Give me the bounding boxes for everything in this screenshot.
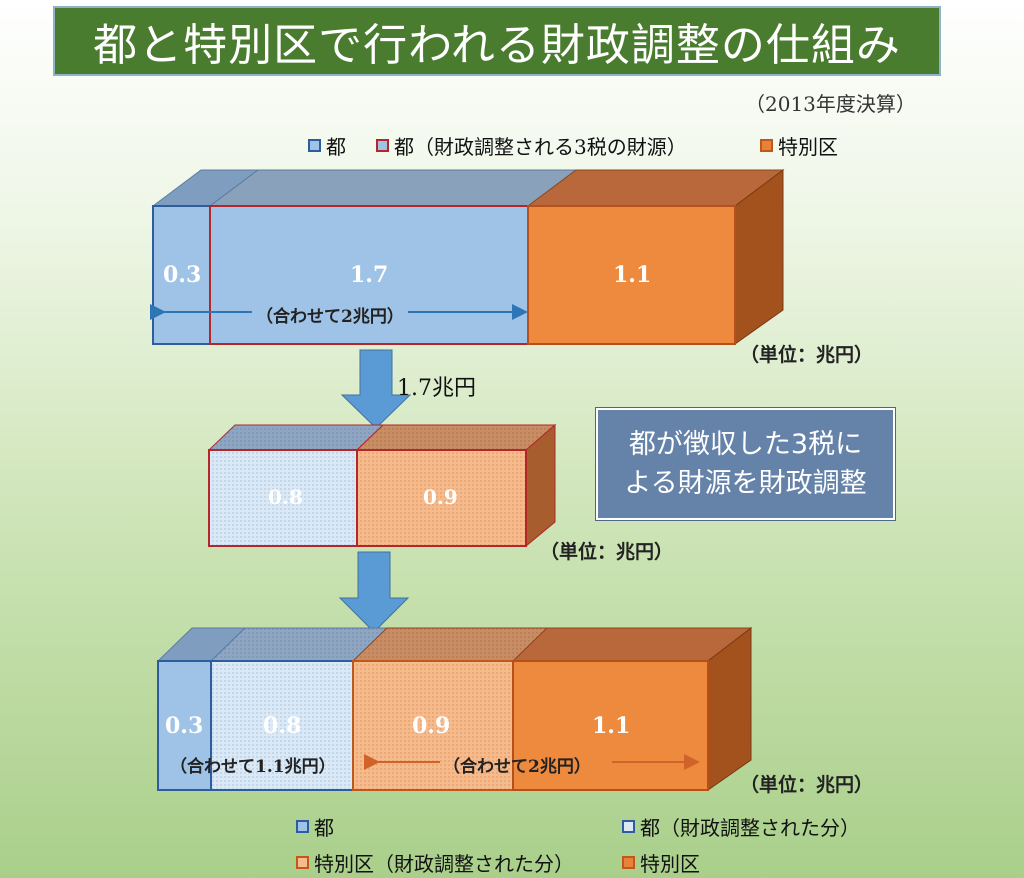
value-bottom-ward: 1.1 (592, 713, 631, 739)
range-label-bottom-left: （合わせて1.1兆円） (170, 757, 336, 777)
legend-item-tokyo-3tax: 都（財政調整される3税の財源） (376, 131, 687, 160)
explanation-box: 都が徴収した3税に よる財源を財政調整 (595, 407, 896, 521)
legend-label: 特別区（財政調整された分） (314, 852, 574, 876)
down-arrow-1 (340, 349, 412, 429)
legend-swatch-red-outline (376, 139, 389, 152)
unit-note-bottom: （単位：兆円） (740, 774, 874, 796)
top-bar (150, 169, 785, 345)
middle-bar (207, 423, 557, 548)
legend-item-ward: 特別区 (760, 131, 838, 160)
bar-bottom-tokyo (157, 660, 212, 791)
legend-label: 都（財政調整された分） (640, 816, 860, 840)
value-bottom-tokyo-adj: 0.8 (263, 713, 302, 739)
legend-swatch-blue (308, 139, 321, 152)
legend-item-tokyo-adjusted: 都（財政調整された分） (622, 812, 860, 841)
legend-item-tokyo: 都 (308, 131, 346, 160)
bar-bottom-ward (512, 660, 709, 791)
down-arrow-2 (338, 551, 410, 633)
legend-label: 都（財政調整される3税の財源） (394, 135, 687, 159)
unit-note-middle: （単位：兆円） (540, 541, 674, 563)
bar-ward (527, 205, 736, 345)
legend-swatch-dotted-blue (622, 820, 635, 833)
bar-middle-ward (356, 449, 527, 547)
value-middle-tokyo: 0.8 (268, 485, 303, 509)
legend-item-tokyo-bottom: 都 (296, 812, 334, 841)
value-top-ward: 1.1 (613, 262, 652, 288)
legend-swatch-orange (622, 856, 635, 869)
top-face-tokyo-3tax (208, 169, 578, 207)
legend-swatch-dotted-orange (296, 856, 309, 869)
legend-label: 特別区 (640, 852, 700, 876)
bar-bottom-tokyo-adj (210, 660, 354, 791)
value-bottom-tokyo: 0.3 (165, 713, 204, 739)
page-title: 都と特別区で行われる財政調整の仕組み (53, 6, 941, 76)
legend-label: 特別区 (778, 135, 838, 159)
top-face-middle-left (207, 424, 385, 451)
explain-line-1: 都が徴収した3税に (628, 428, 863, 460)
unit-note-top: （単位：兆円） (740, 344, 874, 366)
top-face-middle-right (355, 424, 557, 451)
value-middle-ward: 0.9 (423, 485, 458, 509)
bottom-bar (156, 626, 753, 791)
legend-item-ward-bottom: 特別区 (622, 848, 700, 877)
range-label-bottom-right: （合わせて2兆円） (443, 757, 591, 777)
value-top-tokyo: 0.3 (163, 262, 202, 288)
fiscal-year-note: （2013年度決算） (745, 92, 916, 116)
legend-label: 都 (314, 816, 334, 840)
value-top-tokyo-3tax: 1.7 (350, 262, 389, 288)
legend-item-ward-adjusted: 特別区（財政調整された分） (296, 848, 574, 877)
legend-swatch-orange (760, 139, 773, 152)
legend-label: 都 (326, 135, 346, 159)
bar-middle-tokyo (208, 449, 358, 547)
bar-tokyo (152, 205, 211, 345)
legend-swatch-blue (296, 820, 309, 833)
range-label-top: （合わせて2兆円） (252, 302, 408, 327)
flow-label: 1.7兆円 (397, 376, 476, 401)
explain-line-2: よる財源を財政調整 (624, 468, 867, 499)
value-bottom-ward-adj: 0.9 (412, 713, 451, 739)
